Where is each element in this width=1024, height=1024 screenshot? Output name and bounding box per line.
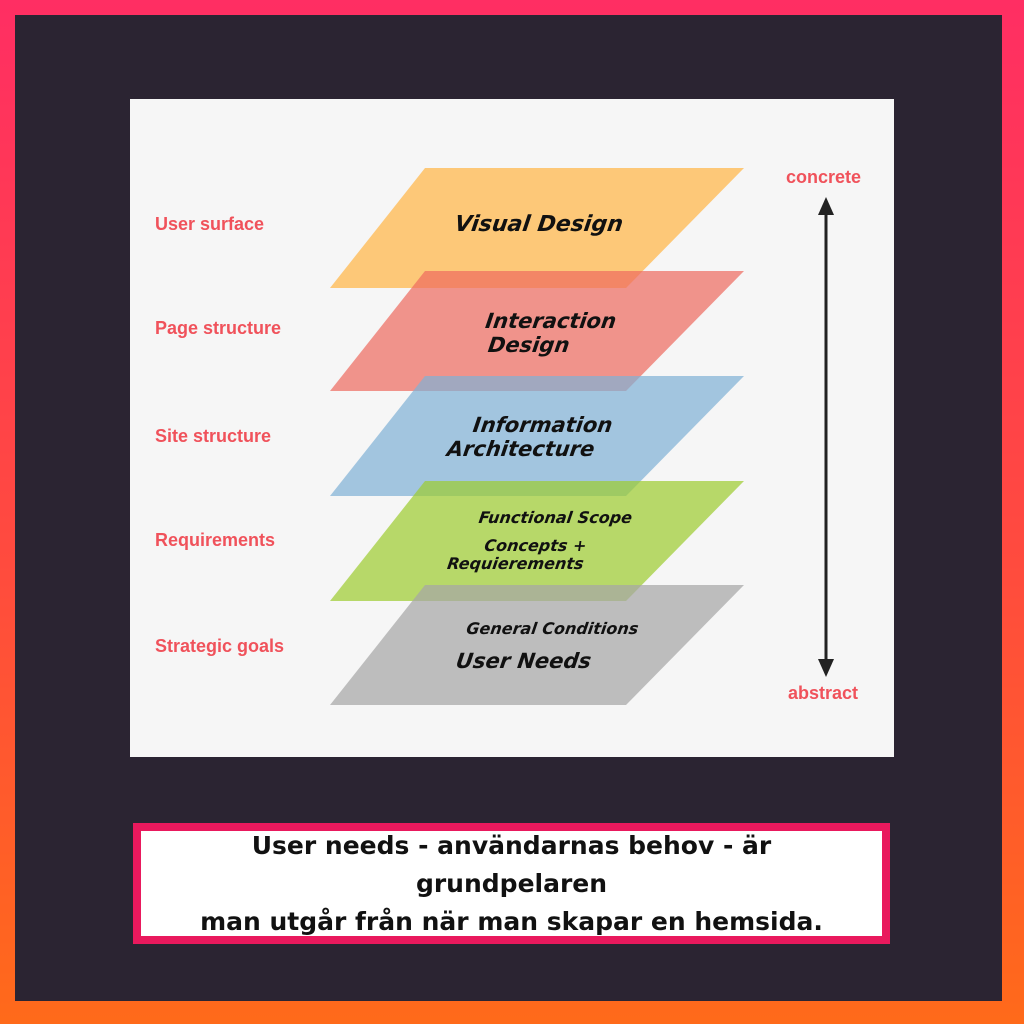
layer-text-interaction-design-1: Interaction [484,308,618,333]
layer-plane-functional-scope [330,481,744,601]
layer-text-functional-scope-3: Requierements [446,554,585,573]
layer-label-user-surface: User surface [155,214,265,234]
caption-box: User needs - användarnas behov - är grun… [133,823,890,944]
layer-text-functional-scope-1: Functional Scope [478,508,634,527]
caption-line-1: User needs - användarnas behov - är grun… [251,830,772,898]
layer-text-interaction-design-2: Design [487,332,572,357]
layer-text-information-architecture-2: Architecture [443,436,596,461]
caption-inner: User needs - användarnas behov - är grun… [141,831,882,936]
layer-label-strategic-goals: Strategic goals [155,636,285,656]
layer-text-user-needs-1: General Conditions [465,619,640,638]
caption-line-2: man utgår från när man skapar en hemsida… [200,906,823,936]
layer-text-functional-scope-2: Concepts + [483,536,588,555]
caption-text: User needs - användarnas behov - är grun… [141,827,882,941]
layer-text-user-needs-2: User Needs [454,648,593,673]
layer-label-page-structure: Page structure [155,318,282,338]
layer-plane-interaction-design [330,271,744,391]
layer-plane-user-needs [330,585,744,705]
layer-stack: Visual DesignInteractionDesignInformatio… [330,168,834,705]
axis-label-concrete: concrete [786,167,862,187]
layer-plane-information-architecture [330,376,744,496]
axis-label-abstract: abstract [788,683,859,703]
axis-arrow-up-icon [818,197,834,215]
layer-text-information-architecture-1: Information [471,412,614,437]
layer-label-site-structure: Site structure [155,426,272,446]
layer-plane-visual-design [330,168,744,288]
layer-label-requirements: Requirements [155,530,276,550]
layer-text-visual-design-1: Visual Design [453,211,625,237]
axis-arrow-down-icon [818,659,834,677]
